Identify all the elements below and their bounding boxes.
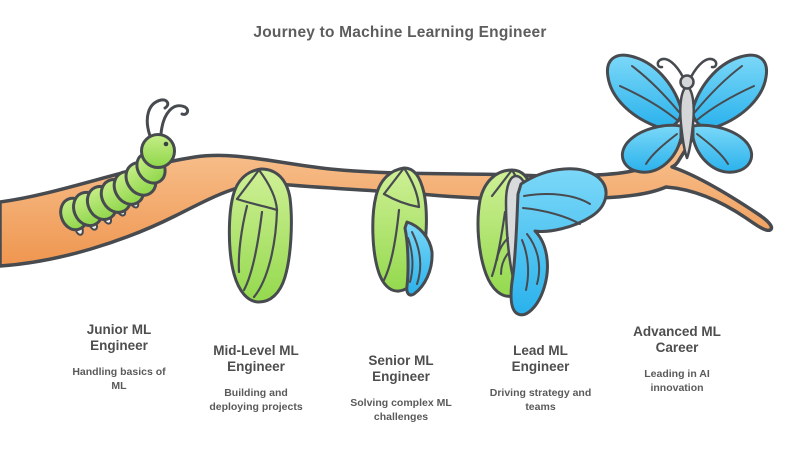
chrysalis-emerging-wing-icon — [371, 166, 434, 297]
stage-description: Driving strategy and teams — [489, 387, 592, 413]
page-title: Journey to Machine Learning Engineer — [253, 24, 547, 41]
stage-advanced-ml-career: Advanced ML Career Leading in AI innovat… — [626, 324, 728, 395]
branch-icon — [0, 133, 774, 268]
stage-title: Senior ML Engineer — [368, 353, 434, 384]
butterfly-icon — [605, 53, 769, 174]
stage-description: Handling basics of ML — [72, 366, 166, 392]
caterpillar-icon — [59, 98, 190, 236]
stage-description: Solving complex ML challenges — [350, 397, 452, 423]
stage-title: Advanced ML Career — [633, 324, 721, 355]
chrysalis-icon — [227, 167, 293, 304]
stage-description: Leading in AI innovation — [644, 368, 710, 394]
stage-title: Lead ML Engineer — [511, 343, 570, 374]
stage-title: Mid-Level ML Engineer — [213, 343, 299, 374]
stage-mid-level-ml-engineer: Mid-Level ML Engineer Building and deplo… — [200, 343, 312, 414]
emerging-butterfly-icon — [476, 167, 608, 317]
stage-lead-ml-engineer: Lead ML Engineer Driving strategy and te… — [478, 343, 603, 414]
stage-junior-ml-engineer: Junior ML Engineer Handling basics of ML — [63, 322, 175, 393]
stage-senior-ml-engineer: Senior ML Engineer Solving complex ML ch… — [340, 353, 462, 424]
stage-description: Building and deploying projects — [209, 387, 303, 413]
stage-title: Junior ML Engineer — [86, 322, 152, 353]
